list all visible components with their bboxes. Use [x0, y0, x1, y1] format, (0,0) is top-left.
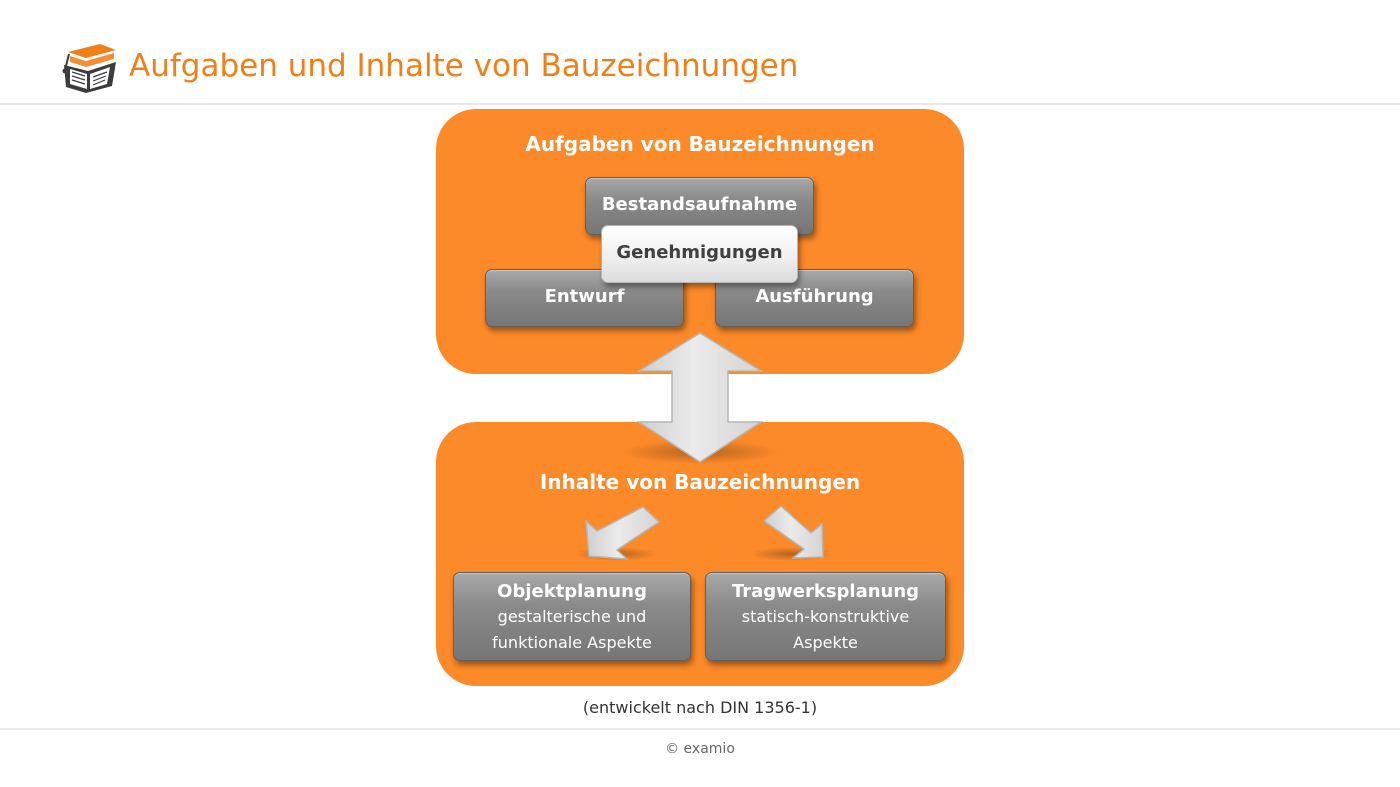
entwurf-label: Entwurf: [544, 286, 625, 307]
diagonal-down-right-arrow-icon: [750, 504, 834, 561]
graduation-cap-book-icon: [62, 44, 116, 93]
tragwerksplanung-line2: Aspekte: [793, 633, 858, 652]
objektplanung-line1: gestalterische und: [497, 607, 647, 626]
diagram-caption: (entwickelt nach DIN 1356-1): [582, 698, 818, 717]
ausfuehrung-box: Ausführung: [715, 269, 914, 327]
double-headed-vertical-arrow-icon: [620, 332, 780, 464]
contents-panel: Inhalte von Bauzeichnungen: [436, 422, 964, 686]
tragwerksplanung-box: Tragwerksplanung statisch-konstruktive A…: [705, 572, 946, 661]
diagonal-down-left-arrow-icon: [574, 506, 661, 561]
objektplanung-title: Objektplanung: [497, 581, 647, 602]
objektplanung-box: Objektplanung gestalterische und funktio…: [453, 572, 691, 661]
page-title: Aufgaben und Inhalte von Bauzeichnungen: [129, 48, 799, 84]
header-divider: [0, 103, 1400, 105]
ausfuehrung-label: Ausführung: [755, 286, 874, 307]
contents-panel-title: Inhalte von Bauzeichnungen: [539, 470, 861, 494]
tasks-panel-title: Aufgaben von Bauzeichnungen: [525, 132, 875, 156]
copyright: © examio: [665, 741, 735, 757]
footer-divider: [0, 728, 1400, 730]
bestandsaufnahme-label: Bestandsaufnahme: [601, 194, 798, 215]
tragwerksplanung-title: Tragwerksplanung: [731, 581, 920, 602]
genehmigungen-label: Genehmigungen: [616, 242, 783, 263]
objektplanung-line2: funktionale Aspekte: [492, 633, 652, 652]
genehmigungen-box: Genehmigungen: [601, 225, 798, 283]
tragwerksplanung-line1: statisch-konstruktive: [741, 607, 910, 626]
